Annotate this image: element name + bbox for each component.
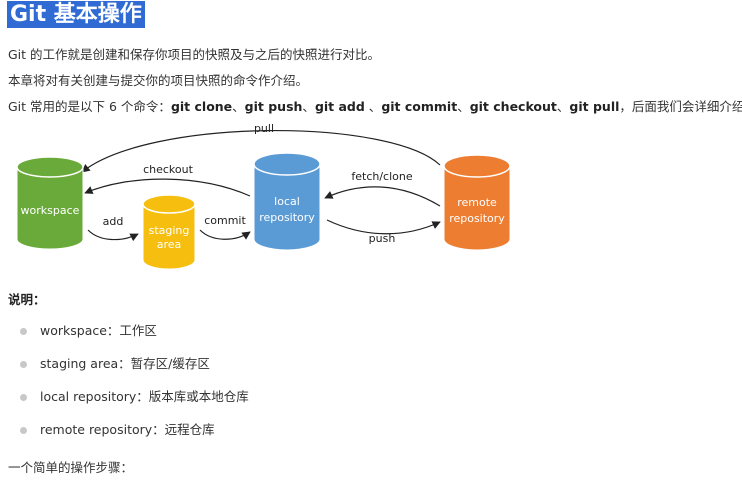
list-item: workspace：工作区 [0,311,249,344]
local-label-line2: repository [259,211,315,224]
remote-label-line1: remote [457,196,497,209]
workspace-label: workspace [21,204,80,217]
workspace-cylinder: workspace [16,156,84,250]
checkout-label: checkout [143,163,194,176]
separator: 、 [556,99,570,114]
commands-suffix: ，后面我们会详细介绍。 [619,99,742,114]
staging-label-line2: area [157,238,182,251]
commands-paragraph: Git 常用的是以下 6 个命令：git clone、git push、git … [8,96,742,115]
definition-local-repository: local repository：版本库或本地仓库 [40,389,249,404]
local-body [253,164,321,251]
command-git-checkout: git checkout [469,99,557,114]
git-workflow-diagram: workspace staging area local repository … [16,122,511,270]
command-git-add: git add [314,99,365,114]
bullet-icon [20,361,27,368]
remote-top [443,154,511,178]
commit-arrow [199,229,251,240]
staging-label-line1: staging [149,224,190,237]
definition-remote-repository: remote repository：远程仓库 [40,422,215,437]
fetch-clone-arrow [324,186,441,207]
local-label-line1: local [274,195,300,208]
command-git-push: git push [244,99,303,114]
list-item: local repository：版本库或本地仓库 [0,377,249,410]
remote-body [443,166,511,251]
separator: 、 [457,99,470,114]
bullet-icon [20,328,27,335]
staging-cylinder: staging area [142,194,196,270]
commit-label: commit [204,214,246,227]
push-arrow [326,219,441,235]
explain-label: 说明： [8,292,46,307]
separator: 、 [302,99,315,114]
add-arrow [87,229,139,242]
staging-body [142,204,196,270]
remote-label-line2: repository [449,212,505,225]
steps-label: 一个简单的操作步骤： [8,460,134,475]
workspace-top [16,156,84,178]
local-top [253,152,321,176]
bullet-icon [20,394,27,401]
chapter-paragraph: 本章将对有关创建与提交你的项目快照的命令作介绍。 [8,73,309,88]
definition-staging-area: staging area：暂存区/缓存区 [40,356,210,371]
list-item: remote repository：远程仓库 [0,410,249,443]
bullet-icon [20,427,27,434]
fetch-clone-label: fetch/clone [351,170,412,183]
add-label: add [103,215,124,228]
intro-paragraph: Git 的工作就是创建和保存你项目的快照及与之后的快照进行对比。 [8,47,381,62]
commands-prefix: Git 常用的是以下 6 个命令： [8,99,171,114]
local-repository-cylinder: local repository [253,152,321,251]
separator: 、 [232,99,245,114]
command-git-pull: git pull [569,99,620,114]
staging-top [142,194,196,214]
pull-label: pull [254,122,274,135]
page-title: Git 基本操作 [7,1,145,28]
command-git-clone: git clone [170,99,233,114]
definition-workspace: workspace：工作区 [40,323,157,338]
separator: 、 [364,99,382,114]
remote-repository-cylinder: remote repository [443,154,511,251]
definition-list: workspace：工作区 staging area：暂存区/缓存区 local… [0,311,249,443]
list-item: staging area：暂存区/缓存区 [0,344,249,377]
push-label: push [369,232,396,245]
pull-arrow [81,130,441,173]
command-git-commit: git commit [381,99,458,114]
workspace-body [16,167,84,250]
checkout-arrow [84,178,251,197]
